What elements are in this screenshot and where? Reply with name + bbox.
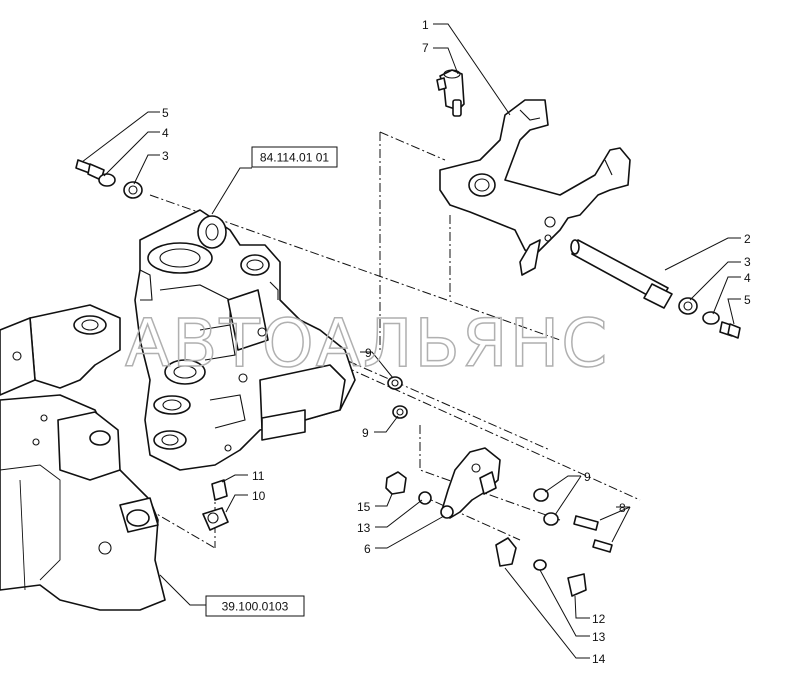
callout-1: 1 xyxy=(422,18,429,32)
callout-4-right: 4 xyxy=(744,271,751,285)
callout-8: 8 xyxy=(619,501,626,515)
callout-14: 14 xyxy=(592,652,606,666)
callout-3-right: 3 xyxy=(744,255,751,269)
callout-9-middle: 9 xyxy=(362,426,369,440)
lever-part-1 xyxy=(439,99,631,276)
callout-5-left: 5 xyxy=(162,106,169,120)
upper-left-hardware xyxy=(75,159,143,199)
callout-9-upper: 9 xyxy=(365,346,372,360)
machine-frame xyxy=(0,304,166,611)
callout-15: 15 xyxy=(357,500,371,514)
callout-13-right: 13 xyxy=(592,630,606,644)
upper-right-hardware xyxy=(678,297,741,339)
callout-labels: 1 7 5 4 3 2 3 4 5 9 9 9 8 11 10 15 13 6 … xyxy=(162,18,751,666)
pin-part-2 xyxy=(570,239,673,309)
callout-10: 10 xyxy=(252,489,266,503)
reference-upper-label: 84.114.01 01 xyxy=(260,151,330,165)
reference-upper[interactable]: 84.114.01 01 xyxy=(251,146,338,168)
callout-12: 12 xyxy=(592,612,606,626)
callout-13-left: 13 xyxy=(357,521,371,535)
callout-4-left: 4 xyxy=(162,126,169,140)
bracket-part-6 xyxy=(440,447,501,519)
callout-5-right: 5 xyxy=(744,293,751,307)
watermark: АВТОАЛЬЯНС xyxy=(124,304,609,383)
leader-lines xyxy=(81,23,741,659)
callout-6: 6 xyxy=(364,542,371,556)
sensor-part-7 xyxy=(436,69,465,117)
spacers-9 xyxy=(387,376,408,419)
callout-7: 7 xyxy=(422,41,429,55)
callout-3-left: 3 xyxy=(162,149,169,163)
reference-lower[interactable]: 39.100.0103 xyxy=(205,595,305,617)
callout-11: 11 xyxy=(252,469,265,483)
main-bracket-assembly xyxy=(134,209,356,471)
reference-lower-label: 39.100.0103 xyxy=(222,600,289,614)
lower-hardware xyxy=(202,471,613,597)
callout-9-lower: 9 xyxy=(584,470,591,484)
callout-2: 2 xyxy=(744,232,751,246)
watermark-text: АВТОАЛЬЯНС xyxy=(125,305,609,382)
